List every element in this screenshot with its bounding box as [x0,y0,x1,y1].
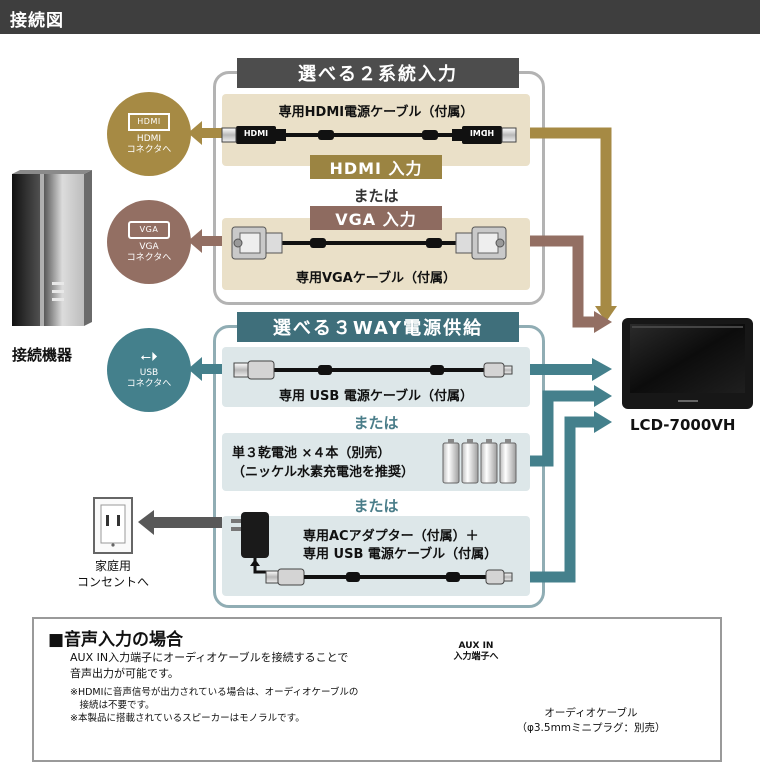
hdmi-plug-right-text: HDMI [469,129,495,138]
adapter-to-monitor-arrow [530,411,612,583]
vga-port-icon: VGA [128,220,170,239]
vga-connector-badge: VGA VGA コネクタへ [107,200,191,284]
vga-to-monitor-arrow [530,235,612,333]
usb-to-monitor-arrow [530,358,612,381]
power-or-label-2: または [353,497,399,515]
audio-heading: ■音声入力の場合 [48,630,184,650]
pc-tower-illustration [12,170,92,326]
usb-cable-illustration [233,360,513,380]
outlet-caption: 家庭用 コンセントへ [76,559,149,589]
hdmi-input-tag: HDMI 入力 [310,155,442,179]
audio-note-line1: ※HDMIに音声信号が出力されている場合は、オーディオケーブルの [70,687,359,698]
adapter-label-line2: 専用 USB 電源ケーブル（付属） [303,547,498,562]
wall-outlet-illustration [93,497,133,554]
battery-band [222,433,530,491]
vga-cable-illustration [231,226,507,260]
battery-to-monitor-arrow [530,385,612,467]
usb-connector-badge: ⭠⏵ USB コネクタへ [107,328,191,412]
hdmi-cable-illustration [221,126,517,144]
vga-connector-label: VGA コネクタへ [126,241,172,263]
battery-label-line1: 単３乾電池 ×４本（別売） [232,446,391,461]
header-bar [0,0,760,34]
adapter-usb-cable-illustration [265,568,513,586]
battery-illustration [442,439,517,484]
hdmi-port-icon: HDMI [128,112,170,131]
header-title: 接続図 [10,11,64,31]
hdmi-connector-badge: HDMI HDMI コネクタへ [107,92,191,176]
monitor-caption: LCD-7000VH [630,416,736,434]
device-caption: 接続機器 [12,346,73,364]
vga-cable-label: 専用VGAケーブル（付属） [295,271,456,286]
hdmi-connector-label: HDMI コネクタへ [126,133,172,155]
ac-adapter-illustration [231,512,269,574]
adapter-label-line1: 専用ACアダプター（付属）＋ [303,529,479,544]
aux-in-label: AUX IN 入力端子へ [453,641,499,662]
hdmi-connector-arrow [188,121,222,145]
usb-connector-arrow [188,357,222,381]
vga-input-tag: VGA 入力 [310,206,442,230]
hdmi-plug-left-text: HDMI [243,129,269,138]
usb-symbol-icon: ⭠⏵ [140,349,158,365]
outlet-arrow [138,510,222,535]
audio-text-line2: 音声出力が可能です。 [70,667,179,680]
power-group-title: 選べる３WAY電源供給 [237,312,519,342]
audio-cable-line1: オーディオケーブル [544,707,638,719]
hdmi-cable-label: 専用HDMI電源ケーブル（付属） [278,105,474,120]
audio-input-panel [32,617,722,762]
hdmi-to-monitor-arrow [530,127,617,322]
monitor-illustration [622,318,753,409]
audio-note-line2: 接続は不要です。 [70,700,155,711]
audio-cable-line2: （φ3.5mmミニプラグ：別売） [516,722,666,734]
audio-note-line3: ※本製品に搭載されているスピーカーはモノラルです。 [70,713,305,724]
vga-connector-arrow [188,229,222,253]
input-or-label: または [353,187,399,205]
power-or-label-1: または [353,414,399,432]
usb-connector-label: USB コネクタへ [126,367,172,389]
audio-text-line1: AUX IN入力端子にオーディオケーブルを接続することで [70,651,349,664]
battery-label-line2: （ニッケル水素充電池を推奨） [232,465,415,480]
input-group-title: 選べる２系統入力 [237,58,519,88]
usb-cable-label: 専用 USB 電源ケーブル（付属） [278,389,474,404]
